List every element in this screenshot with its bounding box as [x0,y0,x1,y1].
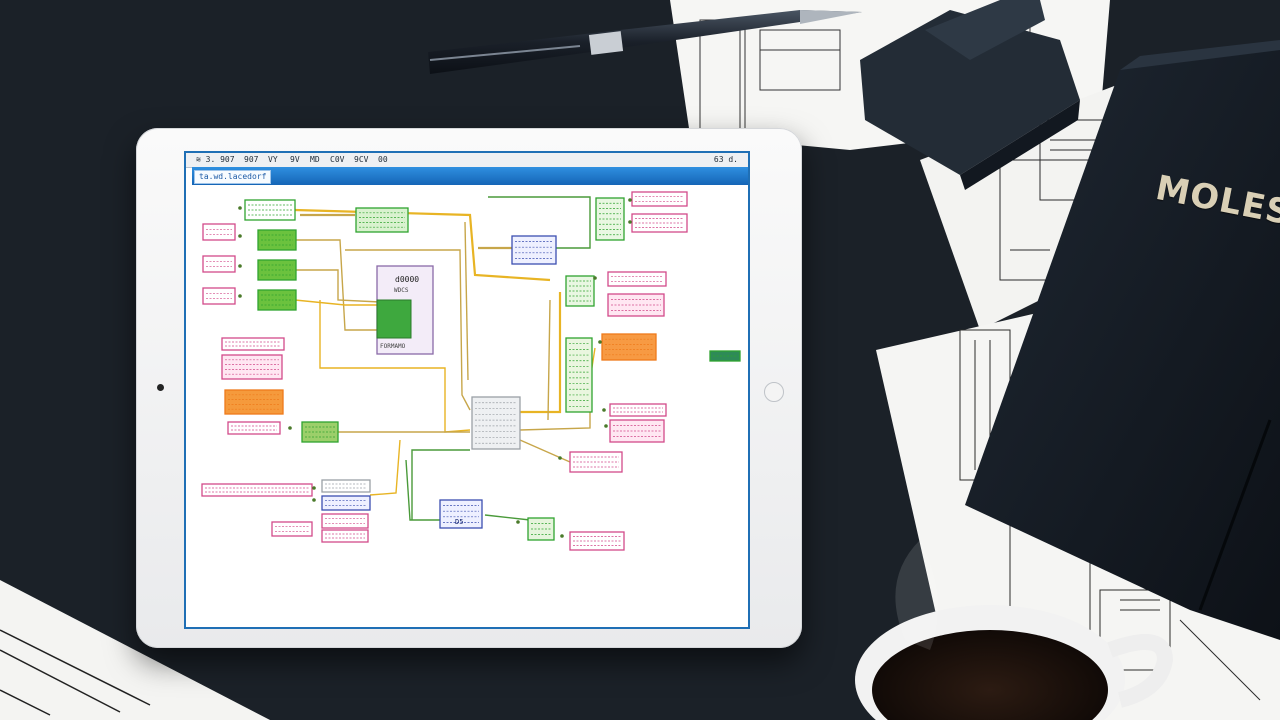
menu-status: 63 d. [713,155,738,164]
menu-item[interactable]: 00 [378,155,388,164]
diagram-pin [602,408,606,412]
diagram-pin [238,264,242,268]
diagram-block [221,337,285,351]
diagram-pin [593,276,597,280]
diagram-wire [519,412,591,431]
diagram-pin [312,486,316,490]
diagram-wire [369,439,401,496]
notebook [965,40,1280,640]
menu-item[interactable]: ≋ 3. 907 [196,155,235,164]
diagram-block [221,354,283,380]
diagram-label: FORMAMO [380,343,406,350]
diagram-wire-green [484,514,531,521]
diagram-wire [464,221,469,381]
diagram-label: D5 [455,518,463,526]
diagram-block [271,521,313,537]
diagram-block [202,255,236,273]
window-title-tab[interactable]: ta.wd.lacedorf [194,170,272,184]
menu-item[interactable]: 9V [290,155,300,164]
diagram-pin [598,340,602,344]
diagram-block [321,529,369,543]
diagram-wire [519,439,571,463]
coffee-mug [855,540,1174,720]
diagram-pin [288,426,292,430]
diagram-block [224,389,284,415]
diagram-wire [547,299,551,421]
menu-item[interactable]: VY [268,155,278,164]
diagram-pin [628,220,632,224]
diagram-pin [558,456,562,460]
diagram-wire-green [488,196,591,249]
diagram-block [201,483,313,497]
diagram-label: d0000 [395,275,419,284]
diagram-pin [238,206,242,210]
diagram-block [609,403,667,417]
diagram-pin [238,234,242,238]
diagram-module-core [376,299,412,339]
diagram-block [439,499,483,529]
diagram-block [202,287,236,305]
diagram-block [321,479,371,493]
menu-item[interactable]: 9CV [354,155,369,164]
diagram-block [321,513,369,529]
diagram-block [565,337,593,413]
diagram-block [471,396,521,450]
diagram-block [631,191,688,207]
diagram-pin [560,534,564,538]
diagram-wire [295,269,381,303]
diagram-block [321,495,371,511]
diagram-pin [516,520,520,524]
diagram-pin [604,424,608,428]
diagram-block [607,271,667,287]
diagram-pin [238,294,242,298]
window-titlebar: ta.wd.lacedorf [192,167,748,185]
diagram-wire-green [405,459,440,521]
blueprint-sheet-bottom-left [0,580,270,720]
pen [428,10,862,74]
diagram-pin [628,198,632,202]
dark-device [860,0,1080,190]
tablet-home-button[interactable] [764,382,784,402]
diagram-wire [345,249,471,411]
diagram-pin [312,498,316,502]
diagram-label: WDCS [394,287,409,294]
diagram-block [601,333,657,361]
diagram-wire [294,299,380,306]
diagram-block [202,223,236,241]
diagram-wire [520,292,562,414]
diagram-block [355,207,409,233]
menu-item[interactable]: C0V [330,155,345,164]
menu-item[interactable]: MD [310,155,320,164]
diagram-block [227,421,281,435]
diagram-block [511,235,557,265]
app-menubar: ≋ 3. 907 907 VY 9V MD C0V 9CV 00 63 d. [186,153,748,168]
tablet-camera [157,384,164,391]
diagram-wire [295,239,380,331]
diagram-wire-green [411,449,470,520]
menu-item[interactable]: 907 [244,155,259,164]
